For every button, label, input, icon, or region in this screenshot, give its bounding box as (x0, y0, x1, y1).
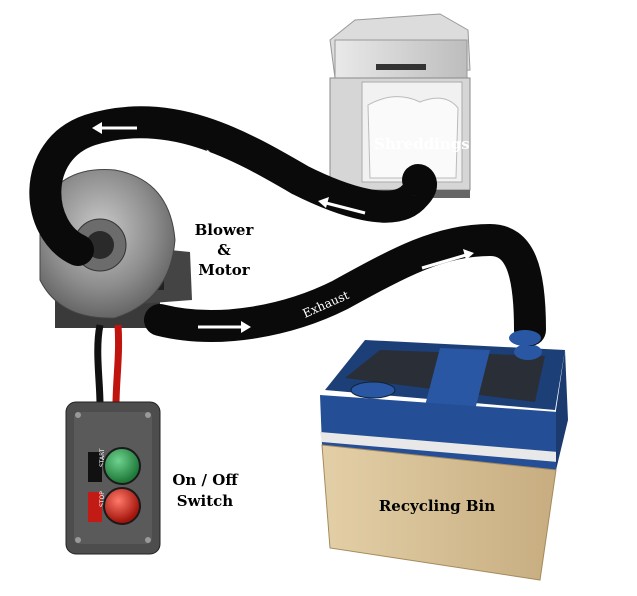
on-off-switch-box: START STOP (65, 401, 161, 555)
arrow-left-icon (92, 122, 137, 134)
blower-label-line3: Motor (198, 261, 251, 279)
start-button-label: START (99, 448, 106, 467)
blower-motor (39, 169, 192, 328)
shreddings-label: Shreddings (374, 135, 470, 153)
switch-label-line1: On / Off (172, 471, 239, 489)
recycling-bin-label: Recycling Bin (379, 497, 495, 515)
intake-hose (29, 106, 437, 266)
stop-button-label: STOP (99, 491, 106, 507)
switch-label-line2: Switch (177, 492, 234, 510)
switch-wires (94, 324, 123, 406)
paper-shredder (329, 13, 471, 198)
arrow-right-icon (198, 321, 251, 333)
blower-label-line2: & (217, 241, 231, 259)
exhaust-hose (144, 223, 546, 346)
stop-button[interactable] (103, 487, 141, 525)
arrow-left-icon (318, 197, 366, 215)
blower-label-line1: Blower (195, 221, 255, 239)
exhaust-nozzle (509, 330, 541, 346)
arrow-right-icon (421, 249, 474, 270)
start-button[interactable] (103, 447, 141, 485)
recycling-bin (320, 340, 568, 581)
